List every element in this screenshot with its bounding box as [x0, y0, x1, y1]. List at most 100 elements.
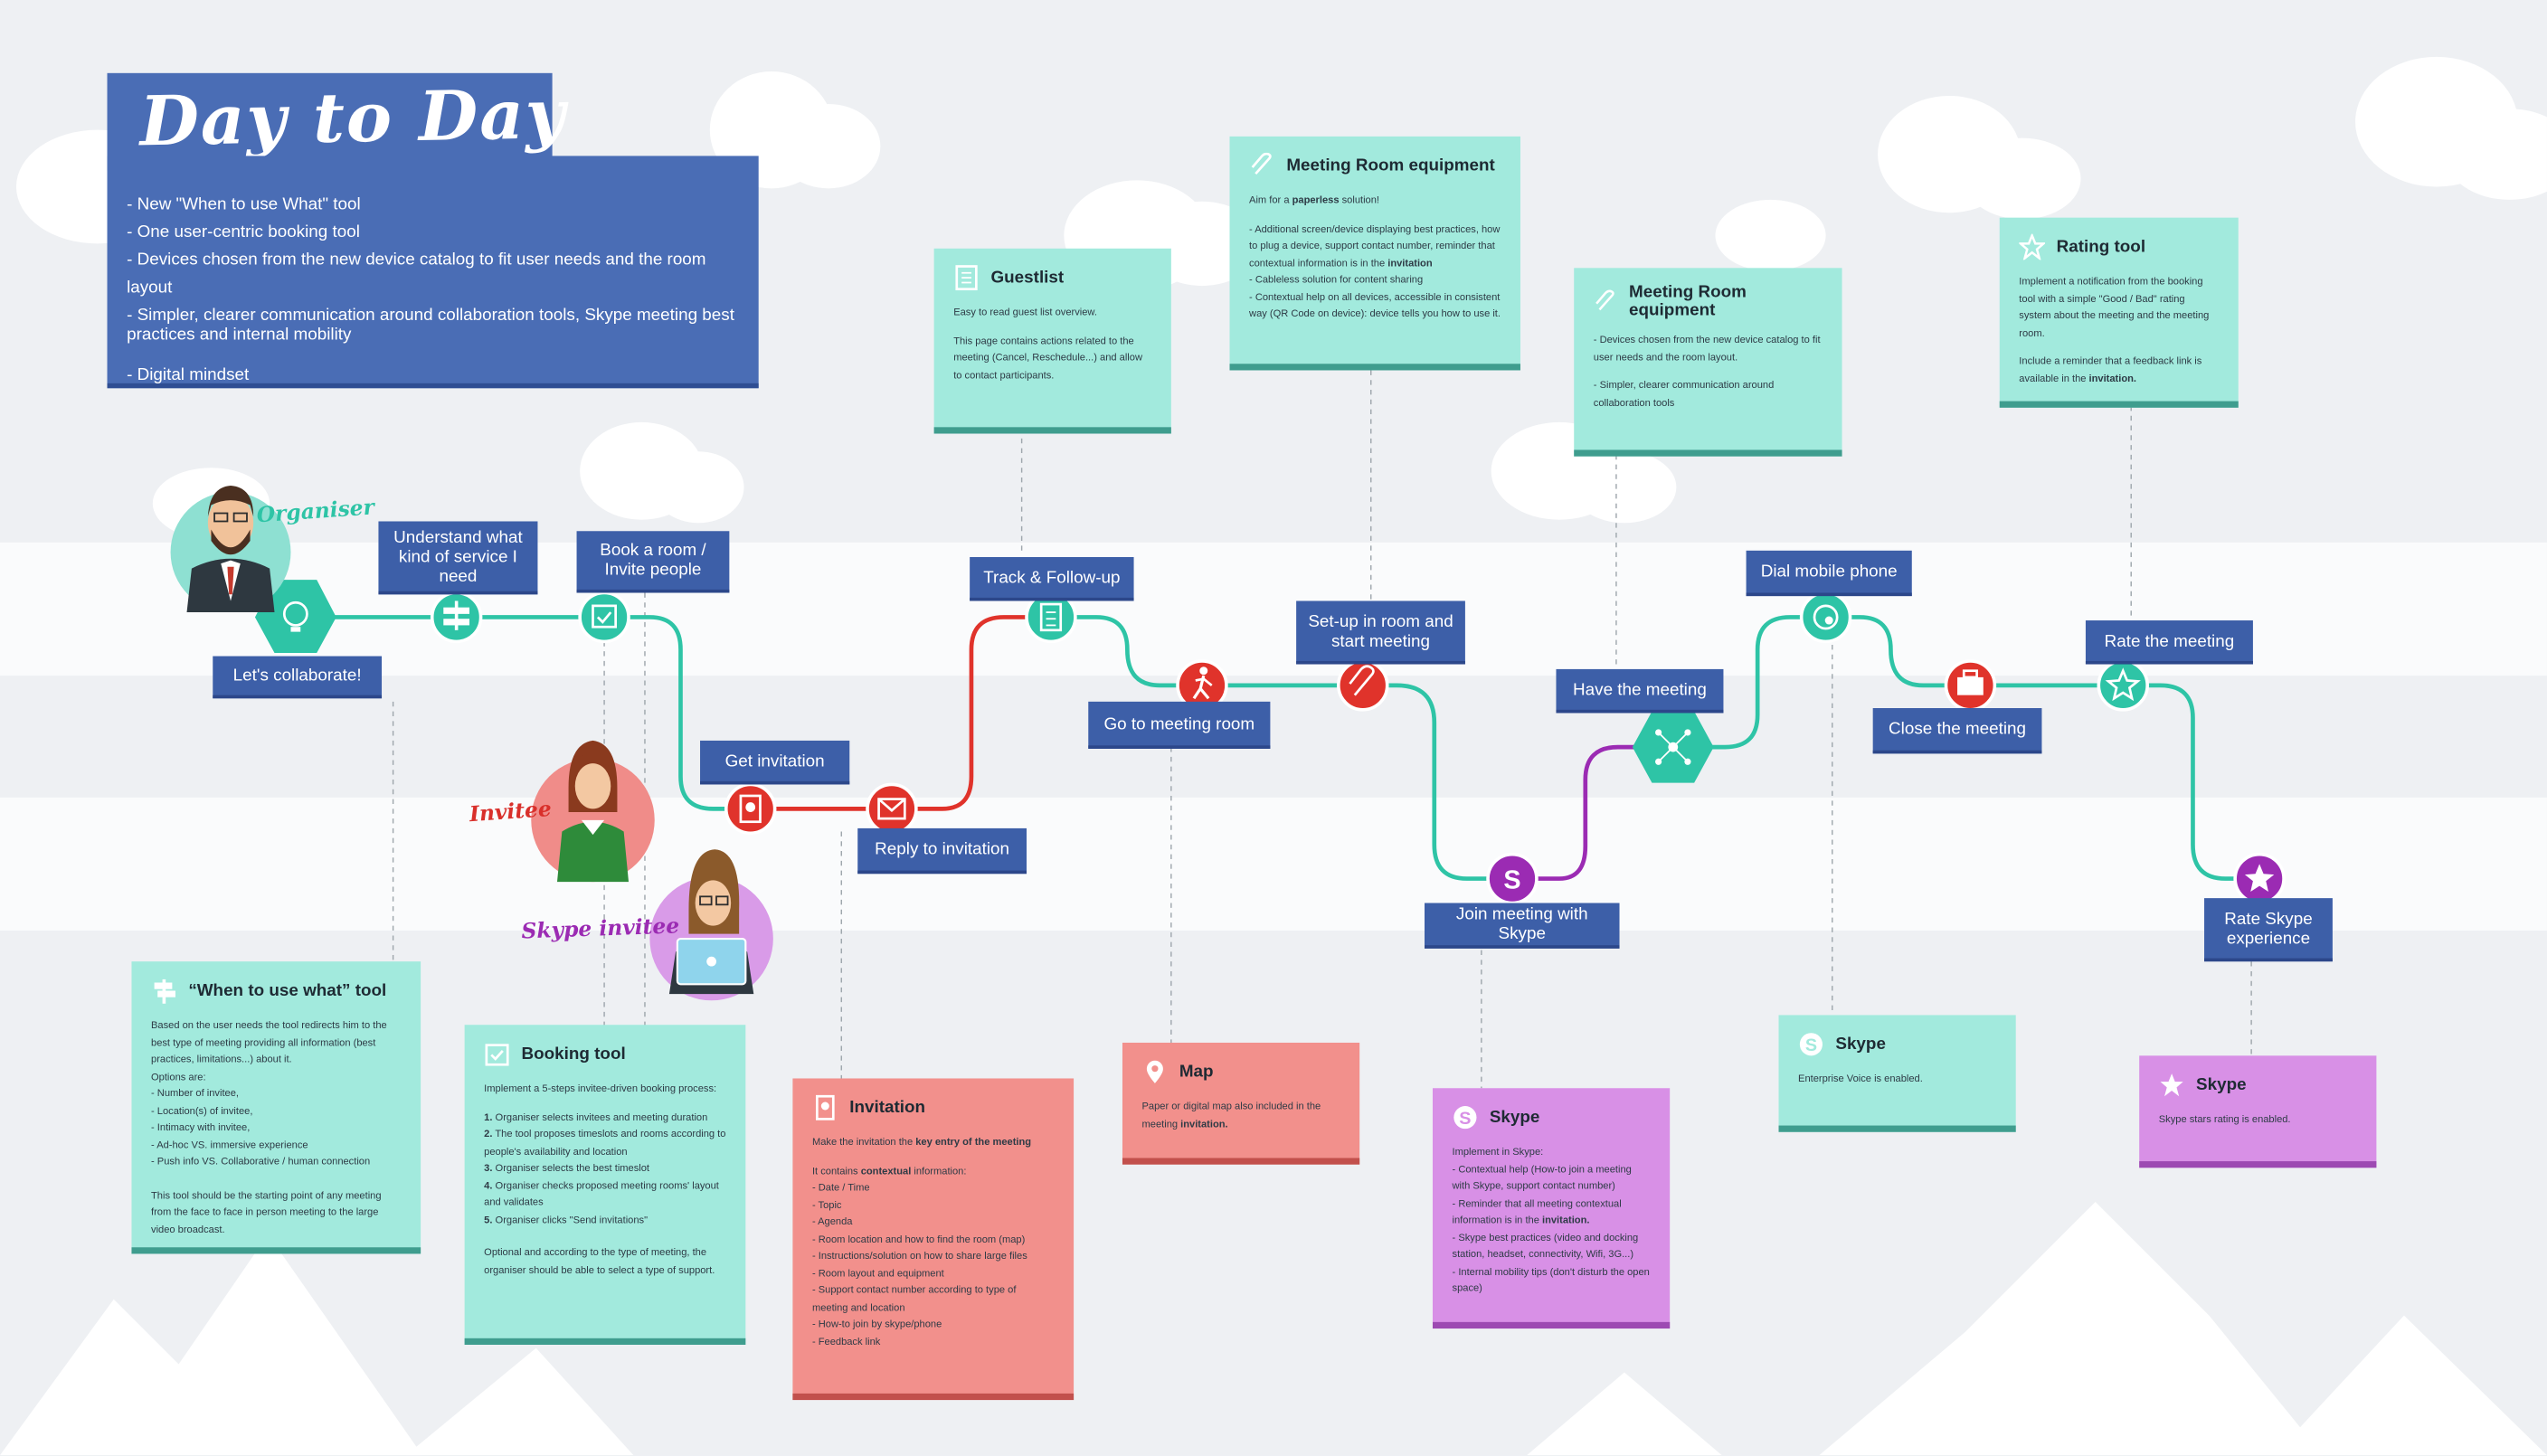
step-number: 2. [484, 1129, 493, 1140]
card-text: This tool should be the starting point o… [151, 1189, 382, 1235]
card-text: This page contains actions related to th… [953, 335, 1142, 382]
text-bold: key entry of the meeting [915, 1137, 1032, 1149]
card-map: Map Paper or digital map also included i… [1122, 1042, 1360, 1165]
intro-item: - Simpler, clearer communication around … [127, 305, 734, 345]
step-lets-collaborate: Let's collaborate! [213, 656, 383, 699]
svg-text:S: S [1503, 865, 1520, 894]
card-text: Implement in Skype: [1452, 1146, 1544, 1158]
svg-text:S: S [1459, 1109, 1471, 1129]
skype-icon: S [1799, 1033, 1823, 1056]
text-run: Make the invitation the [811, 1137, 916, 1149]
card-text: It contains contextual information: [812, 1164, 1055, 1181]
star-icon [2019, 233, 2046, 260]
step-go-meeting-room: Go to meeting room [1088, 701, 1271, 749]
text-run: - Additional screen/device displaying be… [1249, 222, 1501, 269]
card-list-item: 1. Organiser selects invitees and meetin… [484, 1110, 726, 1127]
map-pin-icon [1146, 1060, 1163, 1083]
card-text: - Contextual help on all devices, access… [1249, 291, 1501, 320]
text-run: Organiser selects invitees and meeting d… [492, 1111, 708, 1123]
text-run: Organiser selects the best timeslot [492, 1162, 650, 1175]
card-invitation: Invitation Make the invitation the key e… [792, 1078, 1075, 1401]
step-close-meeting: Close the meeting [1872, 708, 2042, 754]
intro-item: - Devices chosen from the new device cat… [127, 250, 706, 298]
card-list-item: - Skype best practices (video and dockin… [1452, 1232, 1639, 1261]
text-bold: invitation. [2088, 373, 2137, 384]
card-skype-join: S Skype Implement in Skype: - Contextual … [1432, 1088, 1671, 1329]
card-list-item: - Internal mobility tips (don't disturb … [1452, 1265, 1650, 1295]
calendar-node-icon [578, 591, 630, 644]
card-text: Skype stars rating is enabled. [2158, 1113, 2291, 1126]
card-title: Invitation [849, 1097, 926, 1118]
card-meeting-room-equipment-1: Meeting Room equipment Aim for a paperle… [1229, 136, 1520, 371]
text-run: - Reminder that all meeting contextual i… [1452, 1197, 1622, 1226]
paperclip-icon [1251, 152, 1272, 175]
card-title: Skype [1835, 1034, 1886, 1054]
card-text: - Simpler, clearer communication around … [1593, 380, 1775, 409]
card-title: Skype [1489, 1107, 1540, 1127]
text-bold: invitation. [1541, 1215, 1590, 1226]
step-track-followup: Track & Follow-up [970, 556, 1134, 601]
text-bold: contextual [860, 1165, 912, 1177]
step-rate-meeting: Rate the meeting [2085, 620, 2253, 665]
step-reply-invitation: Reply to invitation [857, 827, 1027, 875]
star-icon [2160, 1073, 2183, 1097]
card-list-item: - Reminder that all meeting contextual i… [1453, 1196, 1651, 1231]
card-text: Make the invitation the key entry of the… [812, 1135, 1055, 1152]
card-list-item: - Topic [811, 1199, 842, 1211]
card-title: Meeting Room equipment [1286, 155, 1495, 175]
card-title: “When to use what” tool [188, 980, 387, 1000]
card-list-item: - Room location and how to find the room… [811, 1233, 1026, 1245]
intro-item: - One user-centric booking tool [127, 222, 360, 242]
step-join-skype: Join meeting with Skype [1425, 903, 1620, 949]
step-setup-room: Set-up in room and start meeting [1296, 600, 1465, 665]
text-run: information: [911, 1165, 967, 1177]
card-title: Map [1179, 1062, 1214, 1082]
card-text: Implement a 5-steps invitee-driven booki… [484, 1083, 717, 1095]
card-list-item: 2. The tool proposes timeslots and rooms… [484, 1127, 726, 1161]
band-invitee [0, 797, 2547, 931]
step-number: 5. [484, 1214, 493, 1226]
card-title: Booking tool [521, 1044, 626, 1064]
card-text: Aim for a paperless solution! [1249, 194, 1501, 211]
persona-avatars [170, 485, 773, 1001]
card-list-item: - Instructions/solution on how to share … [811, 1250, 1027, 1262]
text-run: Include a reminder that a feedback link … [2019, 355, 2202, 384]
card-meeting-room-equipment-2: Meeting Room equipment - Devices chosen … [1574, 268, 1842, 457]
card-list-item: - Intimacy with invitee, [151, 1121, 251, 1134]
card-list-item: - Agenda [811, 1216, 853, 1228]
text-run: Paper or digital map also included in th… [1141, 1101, 1321, 1130]
card-list-item: - Feedback link [811, 1336, 881, 1347]
step-understand-service: Understand what kind of service I need [378, 521, 538, 595]
card-list-item: - Contextual help (How-to join a meeting… [1452, 1163, 1632, 1193]
text-run: solution! [1339, 194, 1379, 207]
card-text: Easy to read guest list overview. [953, 307, 1097, 318]
title-tab [107, 72, 553, 171]
intro-item: - Digital mindset [127, 365, 250, 385]
step-number: 3. [484, 1162, 493, 1175]
card-title: Guestlist [990, 267, 1065, 288]
card-skype-rating: Skype Skype stars rating is enabled. [2139, 1055, 2377, 1168]
text-bold: invitation [1387, 257, 1433, 269]
page-title: Day to Day [138, 74, 568, 162]
intro-item: - New "When to use What" tool [127, 194, 361, 215]
lightbulb-node-icon [254, 580, 336, 653]
card-list-item: - Location(s) of invitee, [151, 1105, 253, 1117]
card-text: Implement a notification from the bookin… [2019, 276, 2210, 339]
card-rating-tool: Rating tool Implement a notification fro… [1999, 217, 2239, 408]
svg-text:S: S [1805, 1035, 1817, 1055]
paperclip-icon [1595, 288, 1614, 310]
card-text: Paper or digital map also included in th… [1142, 1100, 1340, 1134]
step-number: 1. [484, 1111, 493, 1123]
skype-icon: S [1453, 1106, 1477, 1130]
card-text: Include a reminder that a feedback link … [2019, 355, 2219, 389]
card-title: Meeting Room equipment [1629, 282, 1747, 319]
card-guestlist: Guestlist Easy to read guest list overvi… [933, 248, 1171, 434]
card-list-item: - Push info VS. Collaborative / human co… [151, 1156, 371, 1168]
text-run: The tool proposes timeslots and rooms ac… [484, 1129, 726, 1158]
card-text: - Additional screen/device displaying be… [1249, 222, 1501, 273]
card-text: - Devices chosen from the new device cat… [1593, 334, 1821, 364]
card-list-item: 5. Organiser clicks "Send invitations" [484, 1213, 726, 1230]
phone-node-icon [1799, 591, 1852, 644]
